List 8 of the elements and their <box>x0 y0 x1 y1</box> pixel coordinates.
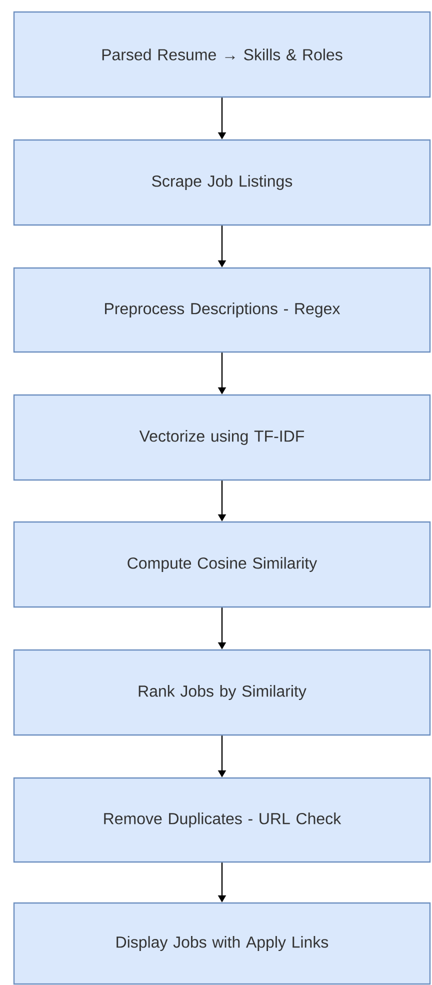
process-box: Parsed Resume → Skills & Roles <box>13 11 431 98</box>
process-box: Preprocess Descriptions - Regex <box>13 267 431 353</box>
process-box: Display Jobs with Apply Links <box>13 902 431 985</box>
process-box: Vectorize using TF-IDF <box>13 394 431 481</box>
process-box: Rank Jobs by Similarity <box>13 649 431 736</box>
process-box: Remove Duplicates - URL Check <box>13 777 431 863</box>
process-box: Scrape Job Listings <box>13 139 431 226</box>
process-box: Compute Cosine Similarity <box>13 521 431 608</box>
